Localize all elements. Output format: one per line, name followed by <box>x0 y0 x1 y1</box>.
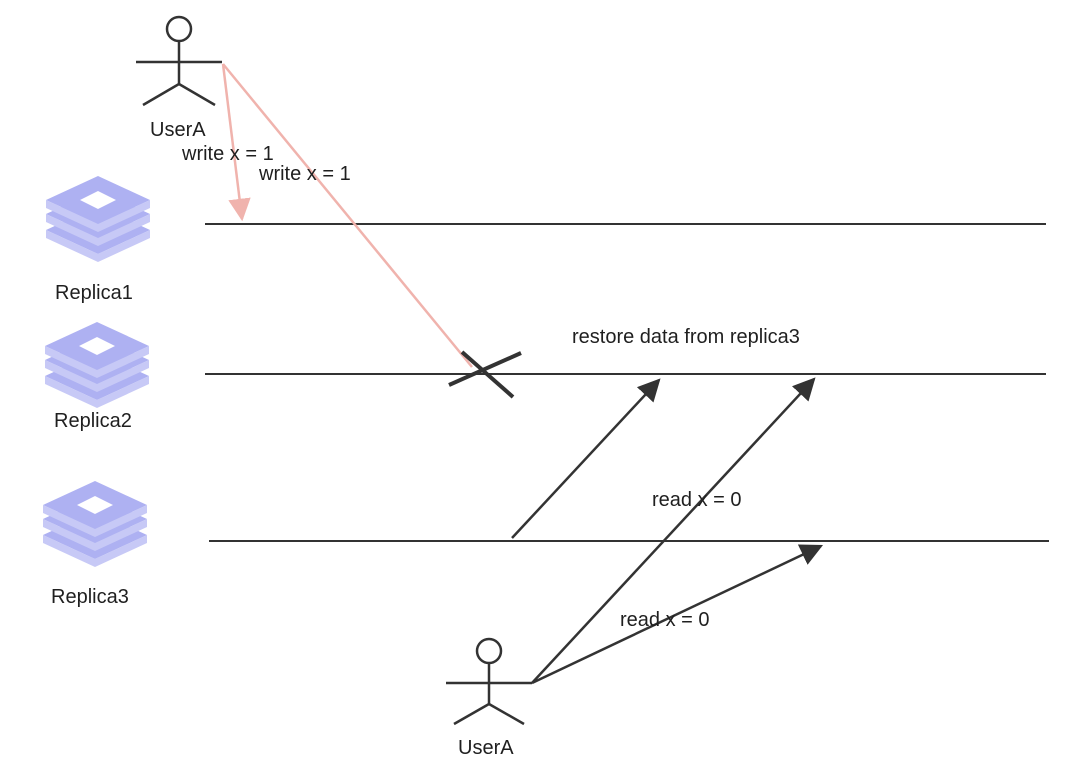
actor-top-label: UserA <box>150 119 206 141</box>
actor-icon <box>446 637 532 726</box>
actor-bottom-label: UserA <box>458 737 514 759</box>
database-stack-icon <box>45 322 149 408</box>
restore-arrow-1 <box>511 378 661 539</box>
database-stack-icon <box>43 481 147 567</box>
write-arrow-to-replica1 <box>221 63 251 222</box>
failure-cross-icon <box>448 350 522 399</box>
write-label-2: write x = 1 <box>258 163 351 185</box>
actor-icon <box>136 15 222 107</box>
read-label-1: read x = 0 <box>652 489 742 511</box>
database-stack-icon <box>46 176 150 262</box>
replica3-label: Replica3 <box>51 586 129 608</box>
read-label-2: read x = 0 <box>620 609 710 631</box>
replica2-label: Replica2 <box>54 410 132 432</box>
read-arrow-to-replica2 <box>531 377 816 684</box>
replica1-label: Replica1 <box>55 282 133 304</box>
read-arrow-to-replica3 <box>531 544 824 685</box>
write-arrow-to-replica2 <box>222 63 473 368</box>
write-label-1: write x = 1 <box>181 143 274 165</box>
restore-label: restore data from replica3 <box>572 326 800 348</box>
